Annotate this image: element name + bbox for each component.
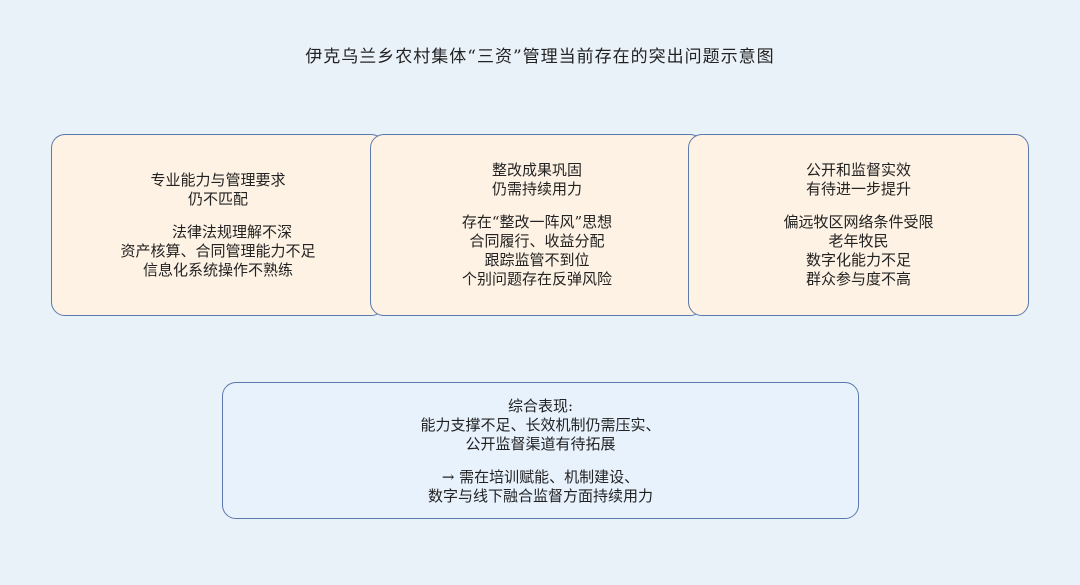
box1-detail-line3: 信息化系统操作不熟练 [142, 261, 293, 279]
box-disclosure-supervision: 公开和监督实效 有待进一步提升 偏远牧区网络条件受限 老年牧民 数字化能力不足 … [688, 134, 1029, 316]
summary-heading-line3: 公开监督渠道有待拓展 [465, 435, 616, 453]
box3-detail-line1: 偏远牧区网络条件受限 [783, 213, 934, 231]
box3-heading-line2: 有待进一步提升 [805, 180, 911, 198]
summary-conclusion-line1: → 需在培训赋能、机制建设、 [441, 468, 640, 486]
box1-heading-line1: 专业能力与管理要求 [150, 171, 286, 189]
box2-detail-line1: 存在“整改一阵风”思想 [461, 213, 613, 231]
box3-detail-line2: 老年牧民 [828, 232, 889, 250]
box-rectification-consolidation: 整改成果巩固 仍需持续用力 存在“整改一阵风”思想 合同履行、收益分配 跟踪监管… [370, 134, 704, 316]
box2-detail-line3: 跟踪监管不到位 [484, 251, 590, 269]
box1-detail-line1: 法律法规理解不深 [171, 223, 292, 241]
diagram-title: 伊克乌兰乡农村集体“三资”管理当前存在的突出问题示意图 [305, 47, 775, 67]
summary-heading-line2: 能力支撑不足、长效机制仍需压实、 [420, 416, 661, 434]
box3-heading-line1: 公开和监督实效 [805, 161, 911, 179]
box3-detail-line3: 数字化能力不足 [805, 251, 911, 269]
box-professional-capability: 专业能力与管理要求 仍不匹配 法律法规理解不深 资产核算、合同管理能力不足 信息… [51, 134, 385, 316]
summary-conclusion-line2: 数字与线下融合监督方面持续用力 [427, 487, 653, 505]
summary-heading-line1: 综合表现: [507, 397, 574, 415]
box2-detail-line2: 合同履行、收益分配 [469, 232, 605, 250]
box1-heading-line2: 仍不匹配 [187, 190, 248, 208]
box2-heading-line2: 仍需持续用力 [491, 180, 582, 198]
summary-box: 综合表现: 能力支撑不足、长效机制仍需压实、 公开监督渠道有待拓展 → 需在培训… [222, 382, 859, 519]
box2-detail-line4: 个别问题存在反弹风险 [461, 270, 612, 288]
box1-detail-line2: 资产核算、合同管理能力不足 [120, 242, 316, 260]
box3-detail-line4: 群众参与度不高 [805, 270, 911, 288]
box2-heading-line1: 整改成果巩固 [491, 161, 582, 179]
